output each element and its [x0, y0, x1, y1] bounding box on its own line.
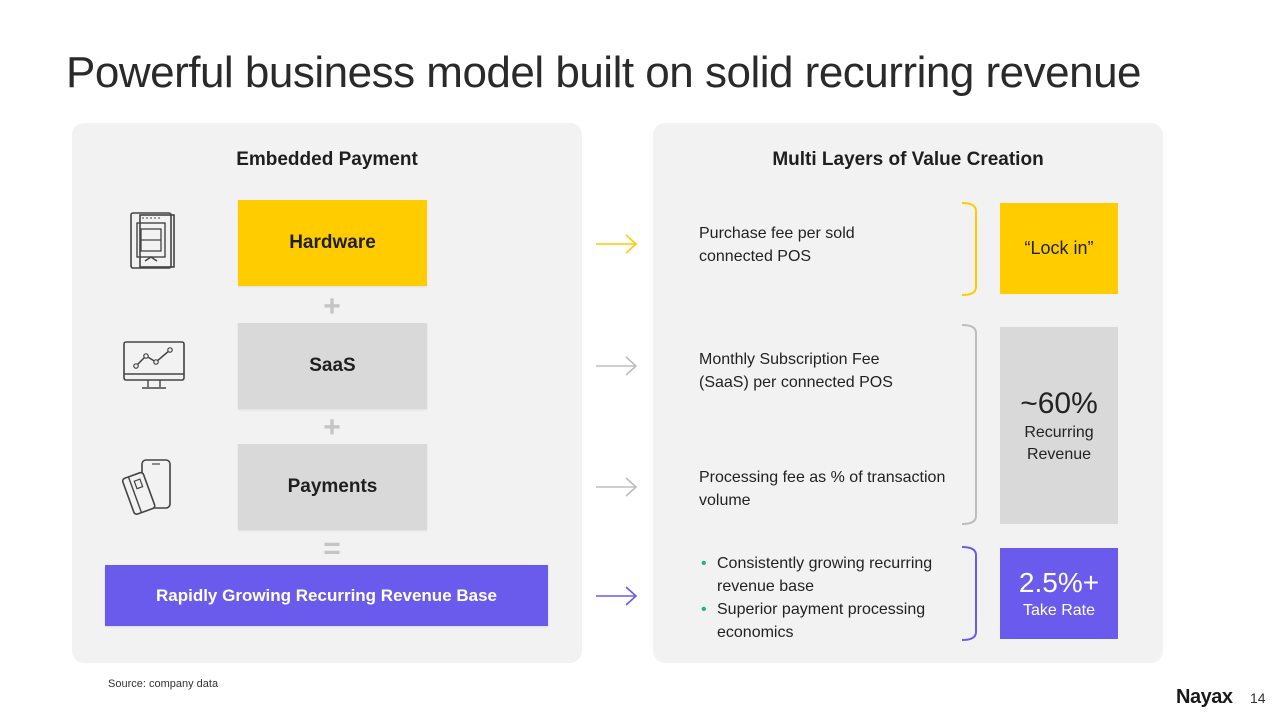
plus-operator: + — [323, 290, 341, 323]
lock-in-label: “Lock in” — [1024, 238, 1094, 258]
source-note: Source: company data — [108, 678, 219, 690]
recurring-revenue-label: Revenue — [1026, 445, 1092, 463]
bracket-icon — [961, 202, 977, 296]
hardware-description: Purchase fee per sold connected POS — [699, 225, 855, 265]
recurring-revenue-value: ~60% — [1020, 386, 1098, 420]
arrow-right-icon — [596, 234, 638, 254]
embedded-payment-heading: Embedded Payment — [236, 149, 418, 170]
card-phone-icon — [122, 459, 171, 515]
equals-operator: = — [323, 532, 341, 565]
take-rate-value: 2.5%+ — [1018, 566, 1100, 598]
recurring-revenue-base-bar: Rapidly Growing Recurring Revenue Base — [105, 565, 548, 626]
list-item: • Consistently growing recurring revenue… — [699, 552, 961, 598]
payments-description: Processing fee as % of transaction volum… — [699, 469, 946, 509]
bullet-dot-icon: • — [701, 555, 707, 572]
hardware-box: Hardware — [238, 200, 427, 286]
bracket-icon — [961, 324, 977, 525]
bullet-dot-icon: • — [701, 601, 707, 618]
value-creation-heading: Multi Layers of Value Creation — [772, 149, 1044, 170]
bracket-icon — [961, 546, 977, 641]
recurring-revenue-box: ~60% Recurring Revenue — [1000, 327, 1118, 524]
plus-operator: + — [323, 411, 341, 444]
arrow-right-icon — [596, 586, 638, 606]
take-rate-label: Take Rate — [1022, 601, 1096, 619]
arrow-right-icon — [596, 356, 638, 376]
saas-box: SaaS — [238, 323, 427, 409]
recurring-revenue-label: Recurring — [1024, 423, 1094, 441]
nayax-logo: Nayax — [1176, 686, 1233, 708]
pos-terminal-icon — [130, 212, 175, 269]
saas-description: Monthly Subscription Fee (SaaS) per conn… — [699, 351, 893, 391]
monitor-chart-icon — [123, 341, 185, 389]
arrow-right-icon — [596, 477, 638, 497]
lock-in-box: “Lock in” — [1000, 203, 1118, 294]
revenue-base-bullets: • Consistently growing recurring revenue… — [699, 552, 961, 644]
list-item: • Superior payment processing economics — [699, 598, 961, 644]
slide-title: Powerful business model built on solid r… — [66, 48, 1142, 97]
payments-box: Payments — [238, 444, 427, 530]
page-number: 14 — [1250, 690, 1266, 706]
take-rate-box: 2.5%+ Take Rate — [1000, 548, 1118, 639]
